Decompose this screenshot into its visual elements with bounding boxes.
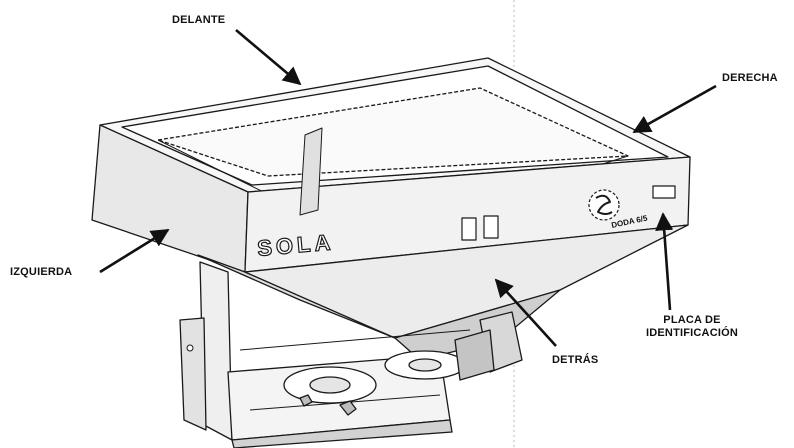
label-back: DETRÁS: [552, 354, 599, 366]
identification-plate: [652, 185, 676, 199]
label-front: DELANTE: [172, 14, 226, 26]
arrow-right: [632, 84, 717, 134]
arrow-plate: [655, 212, 674, 311]
indicator-window-1: [461, 217, 477, 241]
label-plate: PLACA DE IDENTIFICACIÓN: [636, 314, 748, 340]
label-plate-line1: PLACA DE: [663, 314, 721, 326]
label-plate-line2: IDENTIFICACIÓN: [645, 327, 739, 339]
callout-arrows: [99, 29, 717, 347]
frame-left-face: [179, 317, 207, 431]
indicator-window-2: [483, 215, 499, 239]
agitator: [299, 127, 323, 216]
label-right: DERECHA: [722, 72, 778, 84]
arrow-front: [235, 29, 302, 86]
label-left: IZQUIERDA: [10, 266, 73, 278]
arrow-back: [494, 278, 557, 347]
chassis: [179, 261, 523, 448]
hopper: [91, 57, 691, 361]
arrow-left: [99, 228, 170, 274]
